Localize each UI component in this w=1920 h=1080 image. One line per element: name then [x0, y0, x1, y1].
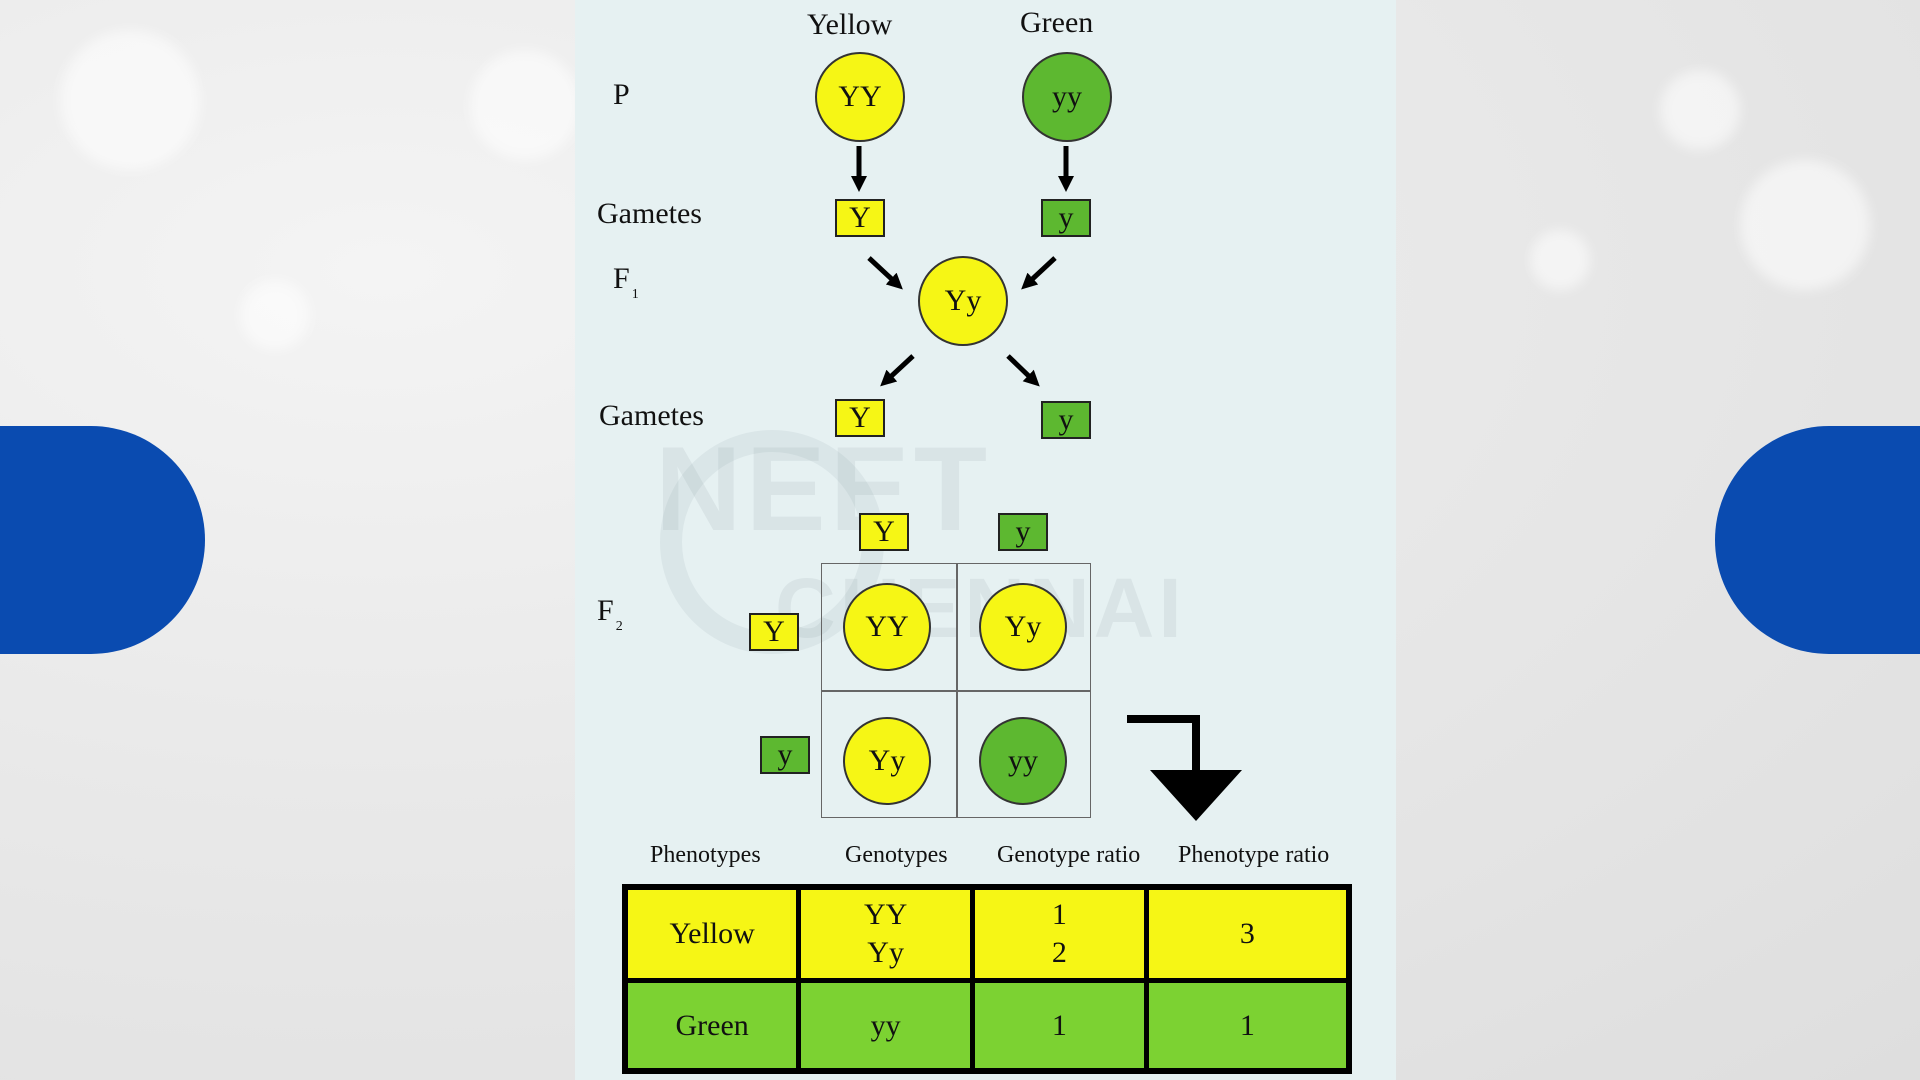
parent-green-circle: yy [1022, 52, 1112, 142]
gametes-label: Gametes [597, 197, 702, 230]
arrow-bent-down-icon [1150, 770, 1242, 821]
arrow-diagonal-icon [1006, 354, 1040, 387]
punnett-column-header: Y [859, 513, 909, 551]
phenotype-ratio-cell: 1 [1143, 977, 1352, 1074]
parent-green-label: Green [1020, 6, 1094, 39]
arrow-bent-down-icon [1127, 715, 1200, 772]
f1-hybrid-circle: Yy [918, 256, 1008, 346]
genotype-ratio-value: 1 [1051, 898, 1067, 932]
punnett-row-header: Y [749, 613, 799, 651]
parent-yellow-circle: YY [815, 52, 905, 142]
background-bokeh [1740, 160, 1870, 290]
genotype-ratio-cell: 1 2 [970, 884, 1149, 983]
table-row: Yellow YY Yy 1 2 3 [622, 884, 1352, 983]
genotype-ratio-value: 2 [1051, 935, 1067, 969]
gamete-green-box: y [1041, 199, 1091, 237]
punnett-cell-circle: Yy [843, 717, 931, 805]
results-table: Yellow YY Yy 1 2 3 Green yy 1 1 [622, 884, 1352, 1074]
right-blue-tab [1715, 426, 1920, 654]
monohybrid-cross-diagram: NEET CHENNAI Yellow Green P YY yy Gamete… [575, 0, 1396, 1080]
genotypes-cell: YY Yy [796, 884, 975, 983]
punnett-column-header: y [998, 513, 1048, 551]
gametes-label: Gametes [599, 399, 704, 432]
genotypes-cell: yy [796, 977, 975, 1074]
table-header-phenotypes: Phenotypes [650, 842, 761, 868]
table-header-genotype-ratio: Genotype ratio [997, 842, 1141, 868]
genotype-ratio-cell: 1 [970, 977, 1149, 1074]
punnett-cell-circle: YY [843, 583, 931, 671]
watermark-logo-icon: NEET [655, 422, 992, 556]
table-header-phenotype-ratio: Phenotype ratio [1178, 842, 1330, 868]
gamete-yellow-box: Y [835, 199, 885, 237]
genotype-value: yy [870, 1008, 901, 1042]
genotype-value: YY [863, 898, 908, 932]
gamete-green-box: y [1041, 401, 1091, 439]
background-bokeh [1530, 230, 1590, 290]
table-row: Green yy 1 1 [622, 977, 1352, 1074]
gamete-yellow-box: Y [835, 399, 885, 437]
punnett-square: YY Yy Yy yy [821, 563, 1091, 818]
left-blue-tab [0, 426, 205, 654]
background-bokeh [240, 280, 310, 350]
punnett-row-header: y [760, 736, 810, 774]
arrow-diagonal-icon [1021, 256, 1057, 290]
punnett-cell-circle: yy [979, 717, 1067, 805]
arrow-diagonal-icon [867, 256, 903, 290]
punnett-cell-circle: Yy [979, 583, 1067, 671]
arrow-diagonal-icon [880, 354, 915, 387]
punnett-divider [822, 690, 1090, 692]
background-bokeh [1660, 70, 1740, 150]
table-header-genotypes: Genotypes [845, 842, 948, 868]
parent-yellow-label: Yellow [807, 8, 893, 41]
phenotype-ratio-cell: 3 [1143, 884, 1352, 983]
background-bokeh [470, 50, 580, 160]
phenotype-cell: Yellow [622, 884, 802, 983]
genotype-value: Yy [867, 935, 904, 969]
watermark-logo-icon: CHENNAI [775, 561, 1186, 655]
p-generation-label: P [613, 78, 630, 111]
genotype-ratio-value: 1 [1051, 1008, 1067, 1042]
background-bokeh [60, 30, 200, 170]
cross-arrows [850, 146, 1242, 821]
phenotype-cell: Green [622, 977, 802, 1074]
